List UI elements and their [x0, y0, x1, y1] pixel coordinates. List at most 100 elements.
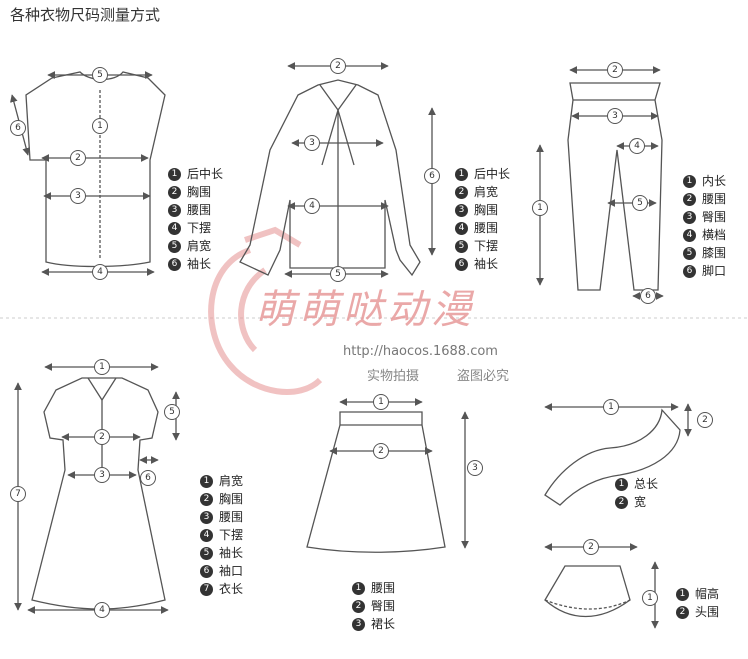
number-badge: 2	[168, 185, 181, 199]
measure-number-badge: 1	[642, 590, 658, 606]
number-badge: 2	[200, 492, 213, 506]
number-badge: 2	[455, 185, 468, 199]
measure-number-badge: 1	[532, 200, 548, 216]
number-badge: 4	[168, 221, 181, 235]
legend-label: 胸围	[474, 203, 499, 217]
measure-number-badge: 1	[603, 399, 619, 415]
measure-number-badge: 5	[164, 404, 180, 420]
legend-label: 臀围	[371, 599, 396, 613]
legend-label: 腰围	[474, 221, 499, 235]
measure-number-badge: 4	[92, 264, 108, 280]
legend-label: 腰围	[371, 581, 396, 595]
pants-legend-item: 2 腰围	[683, 190, 726, 208]
number-badge: 2	[352, 599, 365, 613]
measure-number-badge: 3	[94, 467, 110, 483]
legend-label: 肩宽	[187, 239, 212, 253]
number-badge: 5	[455, 239, 468, 253]
shirt-legend-item: 3 胸围	[455, 201, 510, 219]
legend-label: 肩宽	[474, 185, 499, 199]
measure-number-badge: 4	[304, 198, 320, 214]
dress-legend-item: 4 下摆	[200, 526, 243, 544]
pants-legend-item: 6 脚口	[683, 262, 726, 280]
legend-label: 衣长	[219, 582, 244, 596]
legend-label: 下摆	[474, 239, 499, 253]
number-badge: 5	[683, 246, 696, 260]
legend-label: 后中长	[474, 167, 511, 181]
shirt-legend-item: 1 后中长	[455, 165, 510, 183]
legend-label: 裙长	[371, 617, 396, 631]
measure-number-badge: 3	[607, 108, 623, 124]
legend-label: 下摆	[219, 528, 244, 542]
tshirt-diagram	[10, 71, 166, 276]
measure-number-badge: 2	[373, 443, 389, 459]
number-badge: 3	[455, 203, 468, 217]
legend-label: 脚口	[702, 264, 727, 278]
watermark-real-photo: 实物拍摄	[367, 369, 420, 384]
legend-label: 腰围	[187, 203, 212, 217]
page-title: 各种衣物尺码测量方式	[10, 6, 161, 24]
shirt-diagram	[239, 62, 436, 278]
number-badge: 3	[352, 617, 365, 631]
measure-number-badge: 5	[92, 67, 108, 83]
legend-label: 袖长	[474, 257, 499, 271]
number-badge: 1	[352, 581, 365, 595]
number-badge: 1	[455, 167, 468, 181]
measure-number-badge: 2	[330, 58, 346, 74]
measure-number-badge: 2	[94, 429, 110, 445]
measure-number-badge: 6	[640, 288, 656, 304]
dress-diagram	[14, 363, 180, 614]
dress-legend-item: 2 胸围	[200, 490, 243, 508]
legend-label: 臀围	[702, 210, 727, 224]
legend-label: 腰围	[702, 192, 727, 206]
number-badge: 4	[200, 528, 213, 542]
legend-label: 胸围	[187, 185, 212, 199]
measure-number-badge: 2	[607, 62, 623, 78]
legend-label: 帽高	[695, 587, 720, 601]
number-badge: 6	[455, 257, 468, 271]
number-badge: 6	[200, 564, 213, 578]
skirt-legend-item: 1 腰围	[352, 579, 395, 597]
measure-number-badge: 3	[304, 135, 320, 151]
number-badge: 2	[615, 495, 628, 509]
legend-label: 腰围	[219, 510, 244, 524]
legend-label: 宽	[634, 495, 647, 509]
skirt-legend-item: 3 裙长	[352, 615, 395, 633]
legend-label: 膝围	[702, 246, 727, 260]
measure-number-badge: 2	[697, 412, 713, 428]
measure-number-badge: 2	[70, 150, 86, 166]
number-badge: 6	[683, 264, 696, 278]
number-badge: 1	[683, 174, 696, 188]
measure-number-badge: 6	[10, 120, 26, 136]
measure-number-badge: 6	[424, 168, 440, 184]
measure-number-badge: 5	[330, 266, 346, 282]
number-badge: 1	[200, 474, 213, 488]
measure-number-badge: 1	[94, 359, 110, 375]
tshirt-legend-item: 2 胸围	[168, 183, 223, 201]
measure-number-badge: 1	[92, 118, 108, 134]
number-badge: 2	[683, 192, 696, 206]
legend-label: 胸围	[219, 492, 244, 506]
hat-diagram	[544, 543, 659, 629]
number-badge: 1	[615, 477, 628, 491]
measure-number-badge: 2	[583, 539, 599, 555]
legend-label: 袖长	[187, 257, 212, 271]
